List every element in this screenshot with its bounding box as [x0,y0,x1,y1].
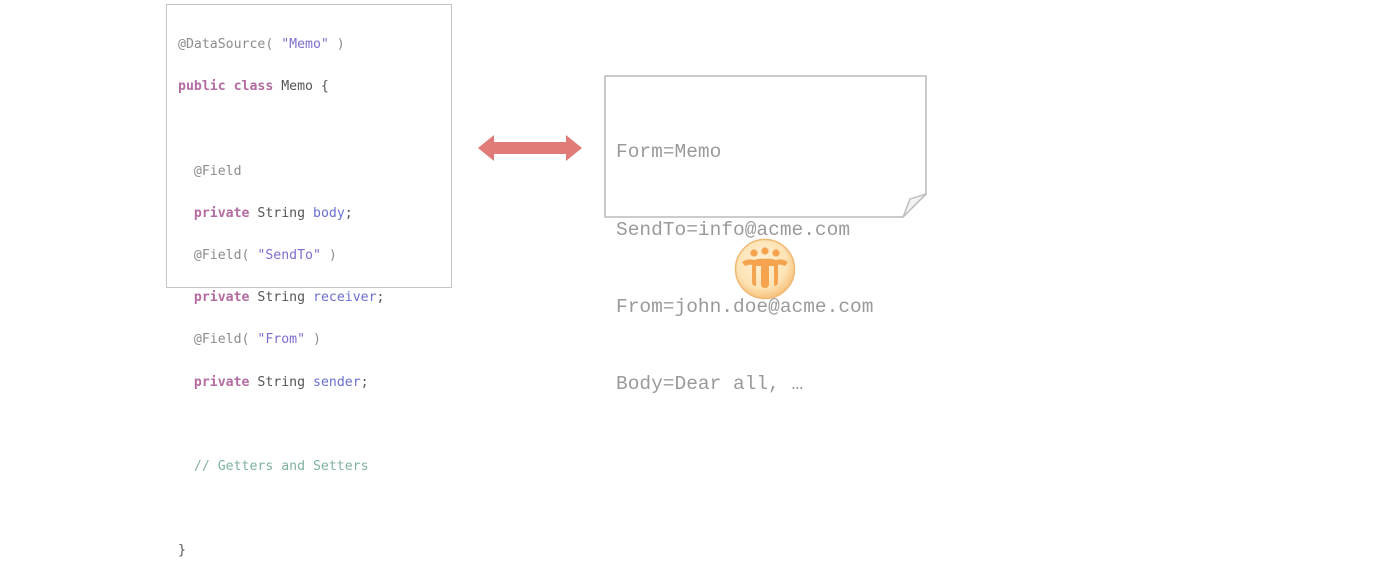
annotation: @Field( [193,332,258,348]
code-line-sendto-annotation: @Field( "SendTo" ) [178,245,451,266]
class-name: Memo { [273,79,329,95]
document-line-sendto: SendTo=info@acme.com [616,218,851,241]
keyword-private: private [193,205,250,221]
document-line-form: Form=Memo [616,141,722,164]
document-fields: Form=Memo SendTo=info@acme.com From=john… [616,89,873,449]
field-identifier: body [313,205,345,221]
notes-document: Form=Memo SendTo=info@acme.com From=john… [604,75,928,395]
double-arrow-icon [478,135,582,161]
keyword-class: class [233,79,274,95]
annotation-close: ) [328,37,345,53]
type-name: String [249,205,313,221]
field-identifier: sender [313,374,361,390]
annotation-close: ) [320,248,337,264]
document-shape [604,75,927,218]
semicolon: ; [376,290,385,306]
code-line-field-annotation: @Field [178,161,451,182]
semicolon: ; [344,205,353,221]
semicolon: ; [360,374,369,390]
code-line-blank [178,498,451,519]
string-literal: "SendTo" [257,248,321,264]
annotation: @Field [193,163,242,179]
document-line-from: From=john.doe@acme.com [616,295,874,318]
annotation: @DataSource( [178,37,282,53]
code-line-blank [178,118,451,139]
closing-brace: } [178,543,186,559]
keyword-private: private [193,290,250,306]
type-name: String [249,290,313,306]
code-line-comment: // Getters and Setters [178,456,451,477]
code-line-sender-field: private String sender; [178,372,451,393]
code-line-from-annotation: @Field( "From" ) [178,329,451,350]
string-literal: "Memo" [281,37,329,53]
java-code-box: @DataSource( "Memo" ) public class Memo … [166,4,452,558]
lotus-notes-logo-icon [734,238,796,300]
type-name: String [249,374,313,390]
code-line-body-field: private String body; [178,203,451,224]
code-line-class-decl: public class Memo { [178,76,451,97]
code-line-receiver-field: private String receiver; [178,287,451,308]
string-literal: "From" [257,332,306,348]
document-line-body: Body=Dear all, … [616,372,804,395]
keyword-public: public [178,79,226,95]
code-line-datasource: @DataSource( "Memo" ) [178,34,451,55]
field-identifier: receiver [313,290,377,306]
code-comment: // Getters and Setters [193,458,369,474]
annotation: @Field( [193,248,258,264]
keyword-private: private [193,374,250,390]
code-line-closing-brace: } [178,540,451,561]
annotation-close: ) [305,332,321,348]
code-line-blank [178,414,451,435]
